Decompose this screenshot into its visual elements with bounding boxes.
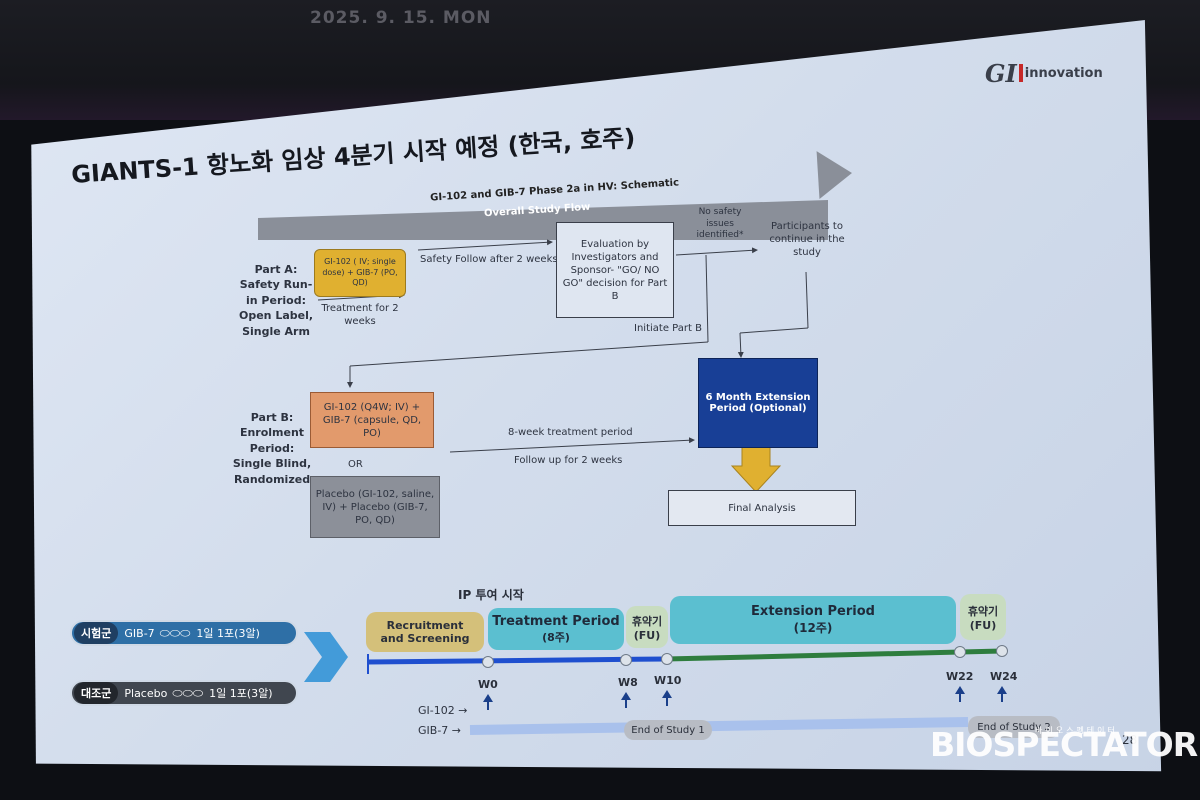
part-b-active-box: GI-102 (Q4W; IV) + GIB-7 (capsule, QD, P… xyxy=(310,392,434,448)
recruitment-segment: Recruitment and Screening xyxy=(366,612,484,652)
control-arm-drug: Placebo xyxy=(124,686,168,700)
milestone-w10 xyxy=(661,653,673,665)
part-b-placebo-box: Placebo (GI-102, saline, IV) + Placebo (… xyxy=(310,476,440,538)
washout1-label: 휴약기 xyxy=(631,614,663,628)
final-analysis-box: Final Analysis xyxy=(668,490,856,526)
end-of-study-2-badge: End of Study 2 xyxy=(968,716,1060,738)
test-arm-dose: 1일 1포(3알) xyxy=(196,627,260,640)
milestone-w0 xyxy=(482,656,494,668)
washout2-fu: (FU) xyxy=(969,618,997,632)
capsule-icon: ⬭⬭⬭ xyxy=(172,685,204,700)
part-b-label: Part B: Enrolment Period: Single Blind, … xyxy=(232,411,312,486)
logo-innovation-text: innovation xyxy=(1024,65,1103,81)
part-b-or-label: OR xyxy=(348,459,363,470)
dose-arrow-stem xyxy=(625,699,627,708)
washout1-fu: (FU) xyxy=(633,628,661,642)
gi102-row-label: GI-102 → xyxy=(418,704,468,717)
test-arm-drug: GIB-7 xyxy=(124,626,155,640)
recruitment-label: Recruitment and Screening xyxy=(380,619,470,645)
dose-arrow-icon xyxy=(662,690,672,698)
chevron-right-icon xyxy=(304,632,348,682)
part-b-follow-up-label: Follow up for 2 weeks xyxy=(514,455,623,466)
screen-date-text: 2025. 9. 15. MON xyxy=(310,8,492,28)
gib7-row-label: GIB-7 → xyxy=(418,724,461,737)
washout1-segment: 휴약기 (FU) xyxy=(626,606,668,648)
extension-segment: Extension Period (12주) xyxy=(670,596,956,644)
part-a-safety-follow-label: Safety Follow after 2 weeks xyxy=(420,254,558,265)
week-label-w24: W24 xyxy=(990,670,1018,683)
treatment-weeks: (8주) xyxy=(542,630,570,644)
biospectator-watermark: BIOSPECTATOR xyxy=(930,725,1198,764)
milestone-w22 xyxy=(954,646,966,658)
week-label-w10: W10 xyxy=(654,674,682,687)
treatment-segment: Treatment Period (8주) xyxy=(488,608,624,650)
test-arm-tag: 시험군 xyxy=(74,622,119,644)
logo-gi-text: GI xyxy=(985,58,1017,88)
week-label-w22: W22 xyxy=(946,670,974,683)
control-arm-tag: 대조군 xyxy=(74,682,119,704)
treatment-label: Treatment Period xyxy=(492,613,620,629)
logo-red-bar xyxy=(1018,64,1023,82)
part-a-treatment-label: Treatment for 2 weeks xyxy=(321,303,399,327)
washout2-segment: 휴약기 (FU) xyxy=(960,594,1006,640)
control-arm-pill: 대조군 Placebo ⬭⬭⬭ 1일 1포(3알) xyxy=(70,680,298,706)
evaluation-decision-box: Evaluation by Investigators and Sponsor-… xyxy=(556,222,674,318)
week-label-w0: W0 xyxy=(478,678,498,691)
dose-arrow-stem xyxy=(666,697,668,706)
dose-arrow-stem xyxy=(959,693,961,702)
ip-start-label: IP 투여 시작 xyxy=(458,588,524,602)
capsule-icon: ⬭⬭⬭ xyxy=(159,625,191,640)
milestone-w8 xyxy=(620,654,632,666)
dose-arrow-stem xyxy=(487,701,489,710)
dose-arrow-icon xyxy=(621,692,631,700)
participants-continue-label: Participants to continue in the study xyxy=(769,221,845,258)
washout2-label: 휴약기 xyxy=(967,604,999,618)
dose-arrow-icon xyxy=(997,686,1007,694)
biospectator-watermark-sub: 바이오스펙테이터 xyxy=(1035,726,1118,735)
extension-weeks: (12주) xyxy=(793,621,833,635)
extension-period-box: 6 Month Extension Period (Optional) xyxy=(698,358,818,448)
extension-label: Extension Period xyxy=(751,604,875,619)
initiate-part-b-label: Initiate Part B xyxy=(634,323,702,334)
end-of-study-1-badge: End of Study 1 xyxy=(624,720,712,740)
dose-arrow-stem xyxy=(1001,693,1003,702)
milestone-w24 xyxy=(996,645,1008,657)
dose-arrow-icon xyxy=(483,694,493,702)
part-a-drug-box: GI-102 ( IV; single dose) + GIB-7 (PO, Q… xyxy=(314,249,406,297)
control-arm-dose: 1일 1포(3알) xyxy=(209,687,273,700)
gi-innovation-logo: GI innovation xyxy=(985,58,1103,88)
part-b-treatment-period-label: 8-week treatment period xyxy=(508,427,633,438)
part-a-label: Part A: Safety Run-in Period: Open Label… xyxy=(238,263,314,338)
no-safety-issues-label: No safety issues identified* xyxy=(696,207,744,241)
test-arm-pill: 시험군 GIB-7 ⬭⬭⬭ 1일 1포(3알) xyxy=(70,620,298,646)
page-number: 28 xyxy=(1122,733,1138,747)
week-label-w8: W8 xyxy=(618,676,638,689)
dose-arrow-icon xyxy=(955,686,965,694)
